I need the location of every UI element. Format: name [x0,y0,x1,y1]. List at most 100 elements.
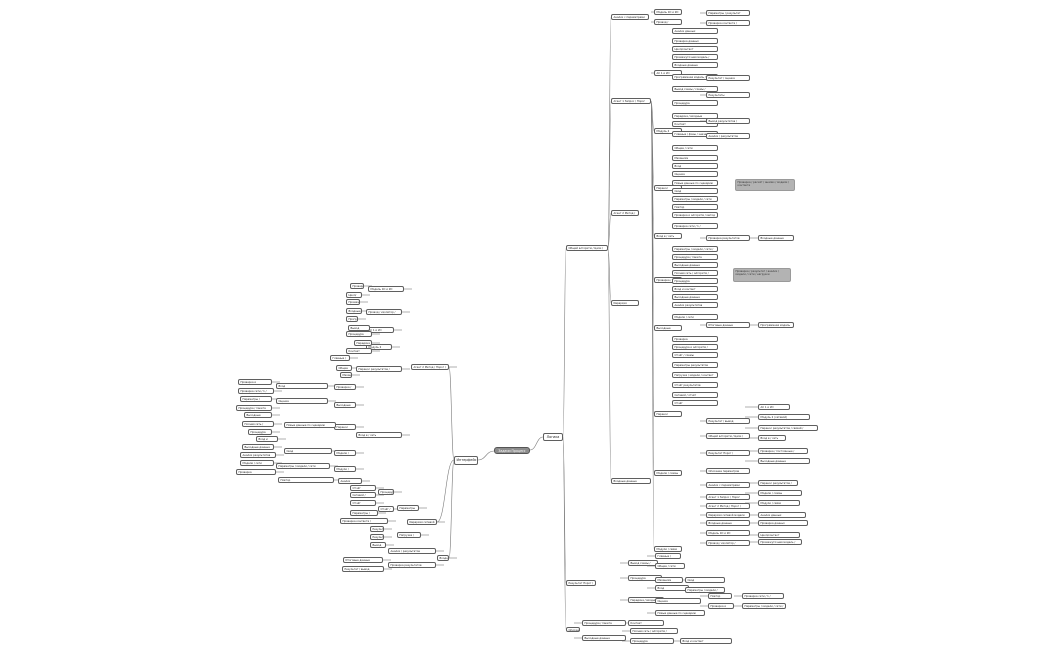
leaf-node[interactable]: Процедура [672,100,718,106]
leaf-node[interactable]: Параметры / модели / сети / связи / нагр… [672,246,718,252]
level2-node[interactable]: Анализ с параметрами [611,14,649,20]
lower-leaf-node[interactable]: Проверка и алгоритм / метод [708,603,734,609]
leaf-node[interactable]: Оценка [672,171,718,177]
leaf-node[interactable]: Проверка и алгоритм / метод [672,212,718,218]
leaf-node[interactable]: Вывод схемы / схемы / нагрузки [672,86,718,92]
level2-node[interactable]: Агент 2 Метод / Порог / Вероятность [611,210,639,216]
leaf-node[interactable]: Модель 1D и 2D [706,530,750,536]
left-leaf-node[interactable]: Проверка результатов [388,562,436,568]
left-leaf-node[interactable]: Процедура и алгоритм / модели / сети [378,489,394,495]
leaf-node[interactable]: Отчёт / схемы [672,352,718,358]
left-leaf-node[interactable]: Проверка / постоянные / контакт [334,384,356,390]
lower-leaf-node[interactable]: Оценка [655,598,701,604]
left-leaf-node[interactable]: Анализ результатов [240,452,276,458]
lower-leaf-node[interactable]: Процедура / пакета [582,620,626,626]
leaf-node[interactable]: Выходные данные [672,262,718,268]
leaf-node[interactable]: Процедура [672,278,718,284]
leaf-node[interactable]: Анализ результатов [672,302,718,308]
lower-leaf-node[interactable]: Свод [685,577,725,583]
left-leaf-node[interactable]: Новые данные по сценарию [284,422,336,428]
leaf-node[interactable]: Модель 1D и 2D [654,9,682,15]
left-leaf-node[interactable]: Итоговые данные [343,557,383,563]
left-leaf-node[interactable]: Параметры / модели / сети / связи / нагр… [240,396,272,402]
leaf-node[interactable]: Параметры / модели / сети [672,196,718,202]
left-leaf-node[interactable]: Вход в / сеть [356,432,402,438]
level2-node[interactable]: Агент 1 Запрос / Порог [611,98,651,104]
leaf-node[interactable]: Результат / вывод [706,418,750,424]
left-leaf-node[interactable]: Модели / сети [240,460,274,466]
left-leaf-node[interactable]: Результаты [370,534,384,540]
leaf-node[interactable]: Процедура / пакета [672,254,718,260]
left-leaf-node[interactable]: Оценка [276,398,328,404]
leaf-node[interactable]: Провод / изолятор / постоянный [706,540,750,546]
leaf-node[interactable]: Вход [672,163,718,169]
lower-leaf-node[interactable]: Новые данные по сценарию [655,610,705,616]
left-leaf-node[interactable]: Процедура / пакета [236,405,272,411]
far-leaf-node[interactable]: Проверка данных [758,520,808,526]
lower-leaf-node[interactable]: Полная сеть / алгоритм / модели / точки [630,628,678,634]
level1-node[interactable]: Общий алгоритм / Цели / Задачи [566,245,608,251]
left-leaf-node[interactable]: Результат / оценка [370,526,384,532]
leaf-node[interactable]: Отчёт [672,400,718,406]
leaf-node[interactable]: Анализ / результатов [706,133,750,139]
lower-leaf-node[interactable]: Главные / фазы / значения [655,553,681,559]
left-leaf-node[interactable]: Вывод результатов / модели / сети [370,542,386,548]
level1-node[interactable]: Результат Порог / Вероятность [566,580,596,586]
left-leaf-node[interactable]: Параметры / результат [350,510,378,516]
leaf-node[interactable]: Проверка [672,336,718,342]
leaf-node[interactable]: Отчёт результатов [672,382,718,388]
left-leaf-node[interactable]: Отчёт [350,500,376,506]
lower-leaf-node[interactable]: Общие / сети [655,563,685,569]
leaf-node[interactable]: Параметры результатов [672,362,718,368]
left-leaf-node[interactable]: Анализ данных [338,478,362,484]
leaf-node[interactable]: Вход в / сеть [654,233,682,239]
leaf-node[interactable]: Свод [672,188,718,194]
far-leaf-node[interactable]: Перенос результатов / связей / тестирова… [758,425,818,431]
left-leaf-node[interactable]: Промежуточная модель / результат [346,299,360,305]
left-leaf-node[interactable]: Модели / схемы [334,450,356,456]
left-leaf-node[interactable]: Процедура [248,429,272,435]
leaf-node[interactable]: Провод / изолятор / постоянный [654,19,682,25]
left-leaf-node[interactable]: Цикл/контакт [346,292,362,298]
far-leaf-node[interactable]: Анализ данных [758,512,806,518]
left-leaf-node[interactable]: Параметры / модели / сети [276,463,330,469]
leaf-node[interactable]: Выходные данные [654,325,682,331]
root-node[interactable]: Задачи Процесс [494,447,530,454]
lower-leaf-node[interactable]: Вход и контакт [680,638,732,644]
lower-leaf-node[interactable]: Вход [655,585,689,591]
left-leaf-node[interactable]: Агент 2 Метод / Порог / Вероятность [411,364,449,370]
left-leaf-node[interactable]: Вход [276,383,328,389]
lower-leaf-node[interactable]: Параметры / модели / сети [685,587,725,593]
lower-leaf-node[interactable]: Вывод схемы / схемы / нагрузки [628,560,658,566]
leaf-node[interactable]: Передача / входные [672,113,718,119]
leaf-node[interactable]: Входные данные [706,520,750,526]
far-leaf-node[interactable]: Перенос результатов / Процент / сетевой … [758,480,798,486]
left-leaf-node[interactable]: Процедура [346,331,372,337]
leaf-node[interactable]: Итоговые данные [706,322,750,328]
leaf-node[interactable]: Процедура и алгоритм / модели / сети [672,344,718,350]
left-leaf-node[interactable]: Анализ / результатов [388,548,436,554]
leaf-node[interactable]: Общие / сети [672,145,718,151]
lower-leaf-node[interactable]: Процедура [630,638,674,644]
far-leaf-node[interactable]: Проверка / постоянные / контакт [758,448,808,454]
leaf-node[interactable]: Нагрузка / модели / контакт [672,372,718,378]
lower-leaf-node[interactable]: Повтор [708,593,732,599]
leaf-node[interactable]: Агент 1 Запрос / Порог [706,494,750,500]
left-leaf-node[interactable]: Модель 1D и 2D [368,286,404,292]
leaf-node[interactable]: Результаты [706,92,750,98]
leaf-node[interactable]: Промежуточная модель / результат [672,54,718,60]
leaf-node[interactable]: Сетевой / отчёт [672,392,718,398]
far-leaf-node[interactable]: Вход в / сеть [758,435,786,441]
note-box-2[interactable]: Проверка / результат / анализ / модели /… [733,268,791,282]
leaf-node[interactable]: Описание параметров [706,468,750,474]
left-leaf-node[interactable]: Передача / входные [354,340,372,346]
far-leaf-node[interactable]: Программная модель / индуктивности [758,322,794,328]
leaf-node[interactable]: Общий алгоритм / Цели / Задачи [706,433,750,439]
leaf-node[interactable]: Агент 2 Метод / Порог / Вероятность [706,503,750,509]
left-leaf-node[interactable]: Механизм [340,372,352,378]
left-leaf-node[interactable]: Модуль 2 (сетевой) [366,344,392,350]
leaf-node[interactable]: Перенос результатов / Процент / сетевой … [654,411,682,417]
leaf-node[interactable]: Выходные данные [672,294,718,300]
lower-leaf-node[interactable]: Параметры / модели / сети / связи / нагр… [742,603,786,609]
leaf-node[interactable]: Модели / схемы [654,470,682,476]
